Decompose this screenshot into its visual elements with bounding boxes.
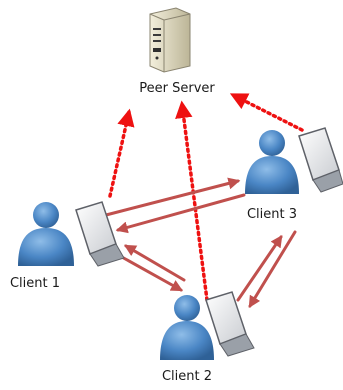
- user-laptop-icon: [245, 127, 343, 194]
- link-client1-to-client3: [104, 177, 241, 217]
- client2-label: Client 2: [162, 369, 212, 384]
- link-client2-to-client1: [123, 244, 186, 282]
- client2-node: Client 2: [160, 291, 255, 384]
- client3-label: Client 3: [247, 207, 297, 222]
- signal-line-client2: [175, 100, 209, 302]
- signal-line-client3: [229, 93, 304, 132]
- signal-line-client1: [108, 108, 135, 198]
- client1-node: Client 1: [10, 201, 125, 291]
- link-client3-to-client2: [248, 230, 297, 309]
- server-tower-icon: [149, 7, 191, 73]
- client3-node: Client 3: [245, 127, 343, 222]
- signal-lines: [108, 93, 304, 302]
- link-client1-to-client2: [118, 254, 184, 292]
- client1-label: Client 1: [10, 276, 60, 291]
- peer-links: [104, 177, 297, 309]
- user-laptop-icon: [160, 291, 255, 360]
- peer-server-label: Peer Server: [139, 81, 215, 96]
- link-client3-to-client1: [115, 193, 246, 234]
- link-client2-to-client3: [236, 235, 283, 302]
- user-laptop-icon: [18, 201, 125, 267]
